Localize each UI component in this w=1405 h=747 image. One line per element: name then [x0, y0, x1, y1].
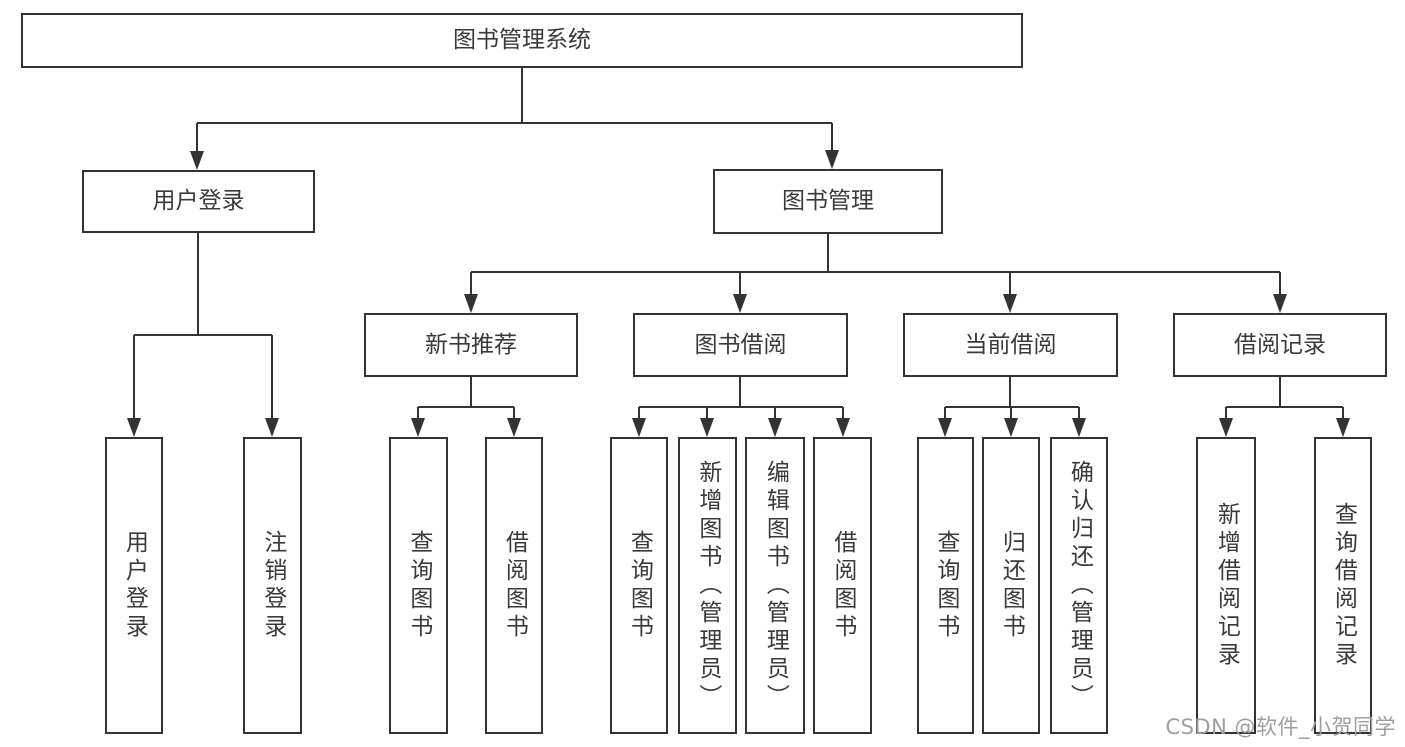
arrowhead-icon [265, 418, 279, 437]
node-book-borrow: 图书借阅 [633, 313, 848, 377]
node-new-books: 新书推荐 [364, 313, 578, 377]
arrowhead-icon [1003, 294, 1017, 313]
connector-root-to-level2 [196, 68, 833, 153]
connector-user-login-to-leaves [133, 233, 273, 420]
csdn-watermark: CSDN @软件_小贺同学 [1165, 715, 1396, 739]
leaf-currentborrow-query-books: 查询图书 [917, 437, 974, 734]
arrowhead-icon [1336, 418, 1350, 437]
arrowhead-icon [411, 418, 425, 437]
arrowhead-icon [1004, 418, 1018, 437]
leaf-bookborrow-edit-books-admin: 编辑图书（管理员） [745, 437, 805, 734]
leaf-newbooks-borrow-books: 借阅图书 [485, 437, 543, 734]
arrowhead-icon [507, 418, 521, 437]
connector-current-borrow-to-leaves [944, 377, 1080, 420]
leaf-newbooks-query-books: 查询图书 [389, 437, 448, 734]
leaf-logout: 注销登录 [243, 437, 302, 734]
leaf-currentborrow-return-books: 归还图书 [982, 437, 1040, 734]
leaf-bookborrow-borrow-books: 借阅图书 [813, 437, 872, 734]
leaf-user-login: 用户登录 [105, 437, 163, 734]
node-root: 图书管理系统 [21, 13, 1023, 68]
arrowhead-icon [700, 418, 714, 437]
leaf-bookborrow-add-books-admin: 新增图书（管理员） [678, 437, 737, 734]
arrowhead-icon [836, 418, 850, 437]
connector-book-borrow-to-leaves [638, 377, 844, 420]
connector-book-mgmt-to-level3 [470, 233, 1281, 296]
arrowhead-icon [768, 418, 782, 437]
arrowhead-icon [938, 418, 952, 437]
connector-new-books-to-leaves [417, 377, 515, 420]
arrowhead-icon [825, 150, 839, 169]
leaf-records-add-borrow-record: 新增借阅记录 [1196, 437, 1256, 734]
arrowhead-icon [190, 151, 204, 170]
arrowhead-icon [1273, 294, 1287, 313]
arrowhead-icon [1072, 418, 1086, 437]
arrowhead-icon [1219, 418, 1233, 437]
connector-borrow-records-to-leaves [1225, 377, 1344, 420]
leaf-bookborrow-query-books: 查询图书 [610, 437, 668, 734]
node-current-borrow: 当前借阅 [903, 313, 1118, 377]
arrowhead-icon [733, 294, 747, 313]
node-book-mgmt: 图书管理 [713, 169, 943, 234]
arrowhead-icon [632, 418, 646, 437]
node-borrow-records: 借阅记录 [1173, 313, 1387, 377]
arrowhead-icon [464, 294, 478, 313]
arrowhead-icon [127, 418, 141, 437]
leaf-currentborrow-confirm-return-admin: 确认归还（管理员） [1050, 437, 1108, 734]
node-user-login: 用户登录 [82, 170, 315, 233]
leaf-records-query-borrow-record: 查询借阅记录 [1314, 437, 1372, 734]
